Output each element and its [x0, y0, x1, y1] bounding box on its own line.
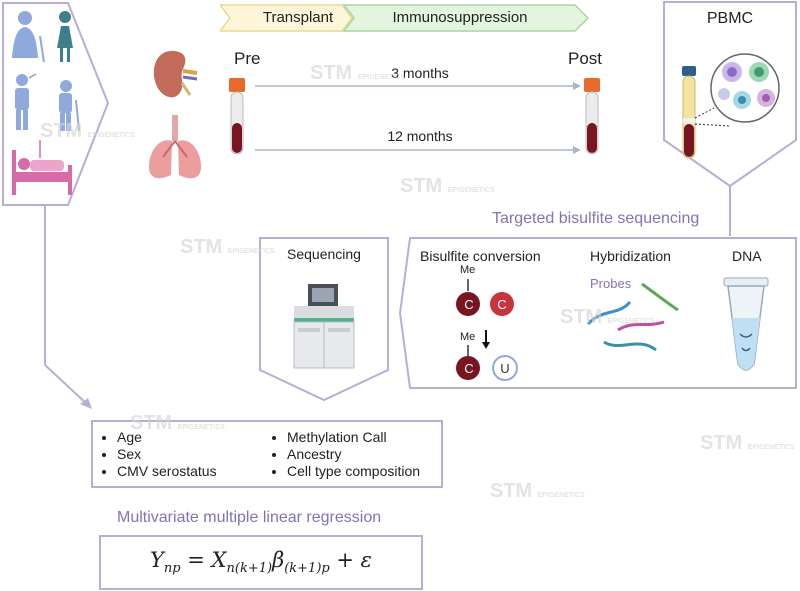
- covariate-item: Methylation Call: [287, 429, 420, 446]
- c-label: C: [497, 297, 507, 312]
- immunosuppression-chevron: [342, 4, 590, 32]
- dna-tube-icon: [723, 277, 769, 371]
- watermark: STM EPIGENETICS: [490, 480, 585, 502]
- lungs-icon: [149, 115, 201, 179]
- pbmc-cells-icon: [710, 53, 780, 123]
- covariates-left-list: Age Sex CMV serostatus: [99, 429, 217, 480]
- methylated-cytosine-icon: [456, 279, 480, 316]
- watermark: STM EPIGENETICS: [560, 306, 655, 328]
- c-label-product: C: [464, 361, 474, 376]
- regression-equation-box: Ynp = Xn(k+1)β(k+1)p + ε: [99, 535, 423, 590]
- transplant-chevron: [220, 4, 353, 32]
- covariate-item: Ancestry: [287, 446, 420, 463]
- watermark: STM EPIGENETICS: [400, 175, 495, 197]
- transplant-label: Transplant: [262, 9, 334, 26]
- covariates-box: Age Sex CMV serostatus Methylation Call …: [91, 420, 443, 488]
- regression-equation: Ynp = Xn(k+1)β(k+1)p + ε: [150, 548, 372, 577]
- sequencer-icon: [293, 284, 355, 369]
- pre-label: Pre: [234, 49, 261, 68]
- watermark: STM EPIGENETICS: [700, 432, 795, 454]
- kidney-icon: [153, 50, 198, 98]
- bisulfite-conversion-title: Bisulfite conversion: [420, 248, 541, 264]
- methylated-cytosine-product-icon: [456, 345, 480, 380]
- uracil-icon: [492, 355, 518, 381]
- watermark: STM EPIGENETICS: [130, 412, 225, 434]
- separated-blood-tube-icon: [682, 66, 696, 159]
- timeline-arrows: [229, 78, 600, 155]
- twelve-month-label: 12 months: [387, 128, 453, 144]
- pbmc-panel: [663, 1, 797, 188]
- watermark: STM EPIGENETICS: [180, 236, 275, 258]
- immunosuppression-label: Immunosuppression: [392, 9, 528, 26]
- pre-blood-tube-icon: [229, 78, 245, 155]
- probes-label: Probes: [590, 276, 632, 291]
- covariate-item: CMV serostatus: [117, 463, 217, 480]
- elderly-woman-icon: [12, 11, 45, 63]
- bisulfite-panel: [398, 237, 797, 389]
- cytosine-icon: [490, 292, 514, 316]
- hybridization-title: Hybridization: [590, 248, 671, 264]
- organs: [149, 50, 201, 179]
- pbmc-title: PBMC: [706, 10, 754, 27]
- elderly-man-icon: [59, 80, 80, 132]
- dna-title: DNA: [732, 248, 762, 264]
- man-smoking-icon: [15, 73, 37, 130]
- me-label-bottom: Me: [460, 331, 476, 343]
- sequencing-title: Sequencing: [287, 246, 361, 262]
- watermark: STM EPIGENETICS: [310, 62, 405, 84]
- dna-probes-icon: [586, 282, 679, 352]
- u-label: U: [500, 361, 510, 376]
- watermark: STM EPIGENETICS: [40, 120, 135, 142]
- me-label-top: Me: [460, 264, 476, 276]
- covariate-item: Sex: [117, 446, 217, 463]
- c-label-methylated: C: [464, 297, 474, 312]
- patient-panel: [2, 2, 110, 409]
- three-month-label: 3 months: [391, 65, 449, 81]
- covariates-right-list: Methylation Call Ancestry Cell type comp…: [269, 429, 420, 480]
- covariate-item: Age: [117, 429, 217, 446]
- covariate-item: Cell type composition: [287, 463, 420, 480]
- down-arrow-icon: [482, 330, 490, 349]
- sequencing-panel: [259, 237, 389, 402]
- post-label: Post: [568, 49, 603, 68]
- hospital-bed-patient-icon: [12, 140, 72, 195]
- timeline-header: [220, 4, 590, 32]
- bisulfite-section-title: Targeted bisulfite sequencing: [492, 210, 700, 227]
- regression-title: Multivariate multiple linear regression: [117, 509, 382, 526]
- post-blood-tube-icon: [584, 78, 600, 155]
- woman-icon: [57, 11, 73, 62]
